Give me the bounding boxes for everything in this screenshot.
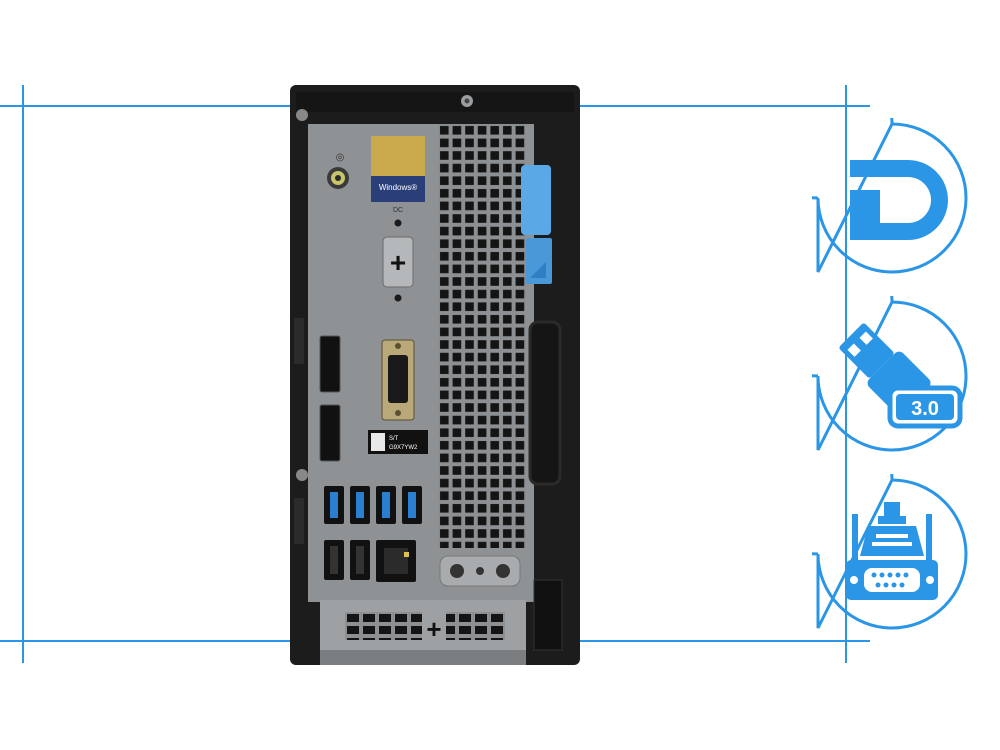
power-connector: [382, 236, 414, 288]
usb-3-badge: 3.0: [812, 296, 972, 456]
vga-connector-icon: [812, 474, 968, 630]
vent-grille: [438, 124, 526, 548]
audio-icon: ◎: [336, 152, 345, 163]
screw: [296, 109, 308, 121]
usb-3-ports: [324, 486, 422, 524]
case-latch-lever: [521, 165, 552, 284]
displayport-1: [319, 335, 341, 393]
displayport-icon: [812, 118, 968, 274]
displayport-badge: [812, 118, 972, 278]
displayport-2: [319, 404, 341, 462]
vga-badge: [812, 474, 972, 634]
frame-line-left: [22, 85, 24, 663]
power-label: DC: [393, 207, 403, 214]
plus-icon: +: [390, 247, 406, 278]
screw: [296, 469, 308, 481]
plus-icon: +: [426, 614, 441, 644]
usb-version-label: 3.0: [911, 398, 939, 420]
frame-line-right: [845, 85, 847, 663]
usb-icon: 3.0: [812, 296, 968, 452]
case-handle: [528, 320, 562, 486]
usb-2-ports: [324, 540, 370, 580]
